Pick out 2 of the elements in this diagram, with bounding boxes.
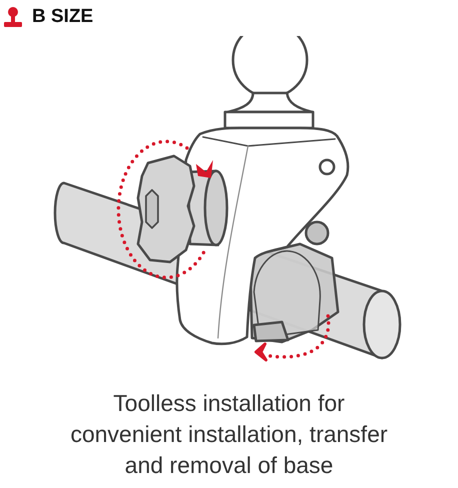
title: B SIZE [32,6,94,28]
caption: Toolless installation for convenient installation, transfer and removal of base [69,389,389,480]
